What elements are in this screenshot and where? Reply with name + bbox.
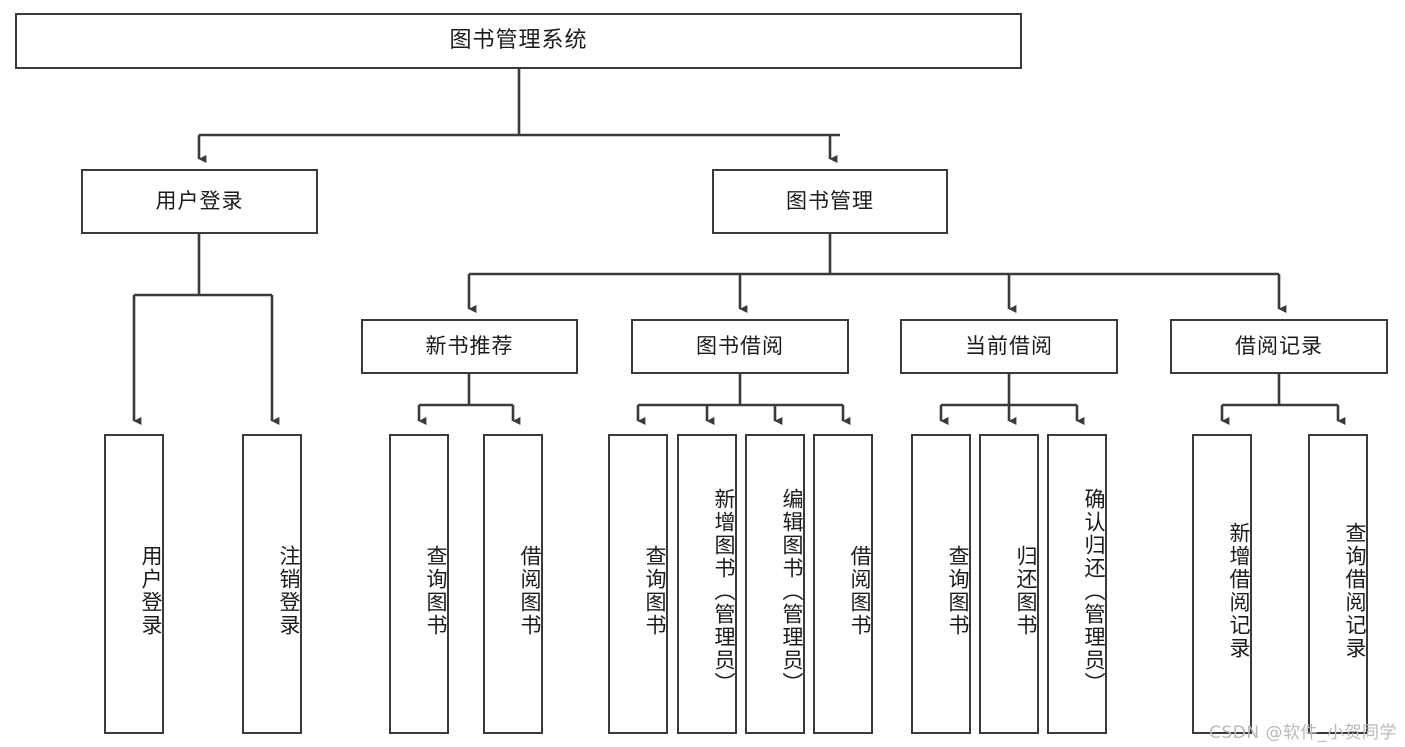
node-label: 新增借阅记录: [1227, 522, 1251, 660]
node-new-book-recommend[interactable]: 新书推荐: [361, 319, 578, 374]
leaf-query-book-borrow[interactable]: 查询图书: [608, 434, 668, 734]
leaf-confirm-return-admin[interactable]: 确认归还（管理员）: [1047, 434, 1107, 734]
node-label: 查询借阅记录: [1343, 522, 1367, 660]
node-label: 用户登录: [155, 188, 244, 213]
node-borrow-record[interactable]: 借阅记录: [1170, 319, 1388, 374]
node-label: 确认归还（管理员）: [1082, 487, 1106, 695]
leaf-add-book-admin[interactable]: 新增图书（管理员）: [677, 434, 737, 734]
leaf-borrow-book[interactable]: 借阅图书: [813, 434, 873, 734]
csdn-watermark: CSDN @软件_小贺同学: [1209, 723, 1397, 743]
node-label: 查询图书: [424, 545, 448, 637]
node-label: 图书管理系统: [449, 27, 588, 53]
leaf-edit-book-admin[interactable]: 编辑图书（管理员）: [745, 434, 805, 734]
leaf-logout-login[interactable]: 注销登录: [242, 434, 302, 734]
node-label: 归还图书: [1014, 545, 1038, 637]
node-label: 新增图书（管理员）: [712, 487, 736, 695]
leaf-query-borrow-record[interactable]: 查询借阅记录: [1308, 434, 1368, 734]
leaf-query-book-recommend[interactable]: 查询图书: [389, 434, 449, 734]
node-label: 查询图书: [946, 545, 970, 637]
node-label: 借阅记录: [1235, 333, 1323, 358]
node-label: 图书借阅: [696, 333, 784, 358]
node-label: 借阅图书: [848, 545, 872, 637]
leaf-user-login[interactable]: 用户登录: [104, 434, 164, 734]
node-root-book-management-system[interactable]: 图书管理系统: [15, 13, 1022, 69]
leaf-borrow-book-recommend[interactable]: 借阅图书: [483, 434, 543, 734]
node-current-borrow[interactable]: 当前借阅: [900, 319, 1118, 374]
node-book-borrow[interactable]: 图书借阅: [631, 319, 849, 374]
node-label: 当前借阅: [965, 333, 1053, 358]
node-label: 用户登录: [139, 545, 163, 637]
node-book-manage[interactable]: 图书管理: [712, 169, 948, 234]
node-user-login[interactable]: 用户登录: [81, 169, 318, 234]
node-label: 注销登录: [277, 545, 301, 637]
leaf-query-book-current[interactable]: 查询图书: [911, 434, 971, 734]
leaf-add-borrow-record[interactable]: 新增借阅记录: [1192, 434, 1252, 734]
node-label: 查询图书: [643, 545, 667, 637]
node-label: 图书管理: [786, 188, 874, 213]
node-label: 借阅图书: [518, 545, 542, 637]
node-label: 编辑图书（管理员）: [780, 487, 804, 695]
leaf-return-book[interactable]: 归还图书: [979, 434, 1039, 734]
node-label: 新书推荐: [425, 333, 514, 358]
